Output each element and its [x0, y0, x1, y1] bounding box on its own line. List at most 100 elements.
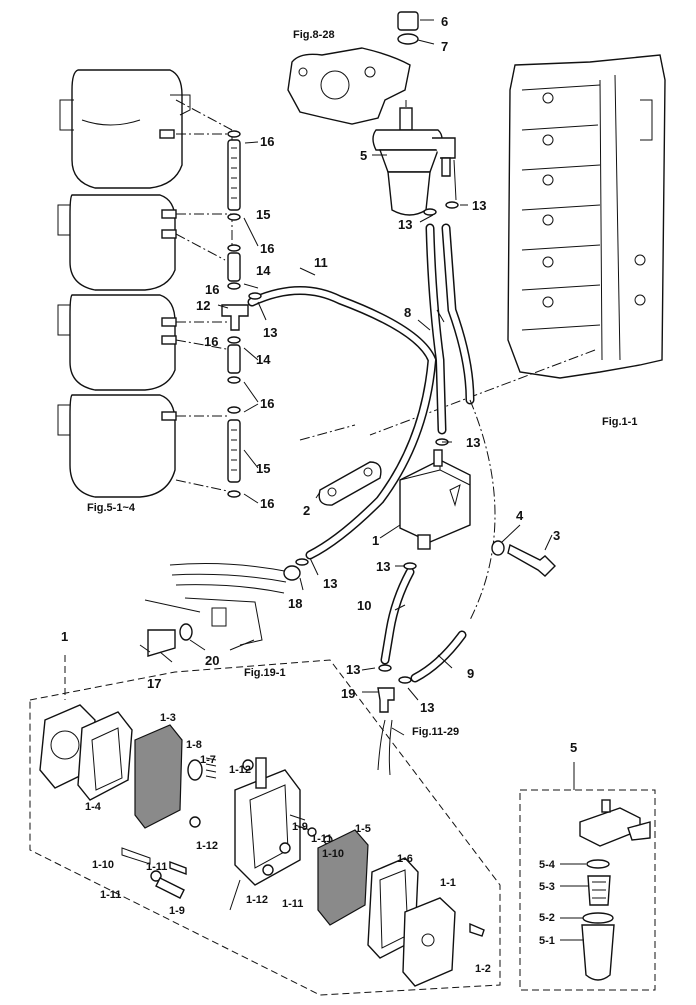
nut-6 — [397, 11, 419, 31]
body-nipple — [255, 757, 267, 789]
cylinder-bodies — [57, 69, 191, 498]
callout-1-9-a: 1-9 — [292, 821, 308, 833]
callout-11: 11 — [314, 255, 328, 270]
callout-16-a: 16 — [260, 134, 274, 149]
callout-16-b: 16 — [260, 241, 274, 256]
callout-1-4: 1-4 — [85, 801, 102, 813]
callout-13-d: 13 — [466, 435, 480, 450]
pump-exploded-frame — [29, 655, 501, 996]
callout-12: 12 — [196, 298, 210, 313]
fig-ref-19-1: Fig.19-1 — [244, 667, 286, 679]
washer-7 — [397, 33, 419, 45]
callout-15-a: 15 — [256, 207, 270, 222]
washer-4 — [491, 540, 505, 556]
callout-8: 8 — [404, 305, 411, 320]
callout-1-7: 1-7 — [200, 754, 216, 766]
leader-lines-center — [299, 349, 596, 441]
filter-bracket — [287, 47, 411, 125]
valve-1-12-top — [242, 759, 254, 771]
fig-ref-11-29: Fig.11-29 — [412, 726, 459, 738]
callout-16-e: 16 — [260, 396, 274, 411]
callout-1-8: 1-8 — [186, 739, 202, 751]
callout-5-1: 5-1 — [539, 935, 555, 947]
hose-14-bottom — [227, 344, 241, 374]
diaphragm-1-5 — [317, 829, 369, 926]
cup-5-1 — [581, 924, 615, 981]
callout-1-10-b: 1-10 — [92, 859, 114, 871]
fuel-hoses — [247, 201, 496, 776]
callout-1-3: 1-3 — [160, 712, 176, 724]
callout-16-c: 16 — [205, 282, 219, 297]
callout-4: 4 — [516, 508, 524, 523]
callout-1-5: 1-5 — [355, 823, 371, 835]
callout-1-10-a: 1-10 — [322, 848, 344, 860]
callout-16-f: 16 — [260, 496, 274, 511]
callout-13-f: 13 — [323, 576, 337, 591]
callout-1-6: 1-6 — [397, 853, 413, 865]
bolt-3 — [507, 543, 556, 577]
fig-ref-1-1: Fig.1-1 — [602, 416, 637, 428]
callout-5-3: 5-3 — [539, 881, 555, 893]
short-hoses — [221, 130, 249, 498]
callout-1-12-b: 1-12 — [196, 840, 218, 852]
cover-1-1 — [402, 897, 456, 987]
fuel-pump — [399, 449, 471, 550]
callout-1-exploded: 1 — [61, 629, 68, 644]
callout-17: 17 — [147, 676, 161, 691]
callout-1-9-b: 1-9 — [169, 905, 185, 917]
screw-1-2 — [469, 922, 485, 937]
o-ring-5-4 — [586, 859, 610, 869]
callout-1-12-a: 1-12 — [229, 764, 251, 776]
spring-1-7 — [205, 757, 217, 779]
filter-detail-box — [519, 762, 656, 991]
callout-13-e: 13 — [376, 559, 390, 574]
callout-1: 1 — [372, 533, 379, 548]
pump-exploded-parts — [39, 704, 485, 987]
callout-16-d: 16 — [204, 334, 218, 349]
callout-1-11-c: 1-11 — [100, 889, 121, 901]
hose-14-top — [227, 252, 241, 282]
hose-15-top — [227, 139, 241, 211]
callout-3: 3 — [553, 528, 560, 543]
o-ring-5-2 — [582, 912, 614, 924]
plate-1-8 — [187, 759, 203, 781]
callout-15-b: 15 — [256, 461, 270, 476]
callout-5-box: 5 — [570, 740, 577, 755]
connector-17 — [147, 629, 176, 657]
fig-ref-5-1-4: Fig.5-1~4 — [87, 502, 136, 514]
fuel-filter — [372, 11, 456, 216]
washer-20 — [179, 623, 193, 641]
callout-1-11-d: 1-11 — [282, 898, 303, 910]
callout-1-1: 1-1 — [440, 877, 456, 889]
callout-13-h: 13 — [420, 700, 434, 715]
pump-body — [234, 769, 301, 886]
callout-13-a: 13 — [472, 198, 486, 213]
callout-5: 5 — [360, 148, 367, 163]
callout-14-b: 14 — [256, 352, 271, 367]
bolt-assembly — [491, 540, 556, 577]
callout-1-11-b: 1-11 — [146, 861, 167, 873]
callout-18: 18 — [288, 596, 302, 611]
valve-1-12-mid — [189, 816, 201, 828]
callout-13-g: 13 — [346, 662, 360, 677]
callout-7: 7 — [441, 39, 448, 54]
callout-1-11-a: 1-11 — [311, 833, 332, 845]
lower-housing — [139, 563, 395, 713]
callout-10: 10 — [357, 598, 371, 613]
callout-13-b: 13 — [398, 217, 412, 232]
engine-block — [507, 54, 666, 379]
callout-5-4: 5-4 — [539, 859, 556, 871]
nipple-18 — [283, 565, 301, 581]
t-joint-19 — [377, 687, 395, 713]
callout-6: 6 — [441, 14, 448, 29]
callout-5-2: 5-2 — [539, 912, 555, 924]
callout-9: 9 — [467, 666, 474, 681]
callout-19: 19 — [341, 686, 355, 701]
diaphragm-1-3 — [134, 724, 183, 829]
callout-1-12-c: 1-12 — [246, 894, 268, 906]
callout-leaders — [159, 19, 553, 736]
callout-14-a: 14 — [256, 263, 271, 278]
callout-20: 20 — [205, 653, 219, 668]
gasket-2 — [318, 461, 382, 506]
